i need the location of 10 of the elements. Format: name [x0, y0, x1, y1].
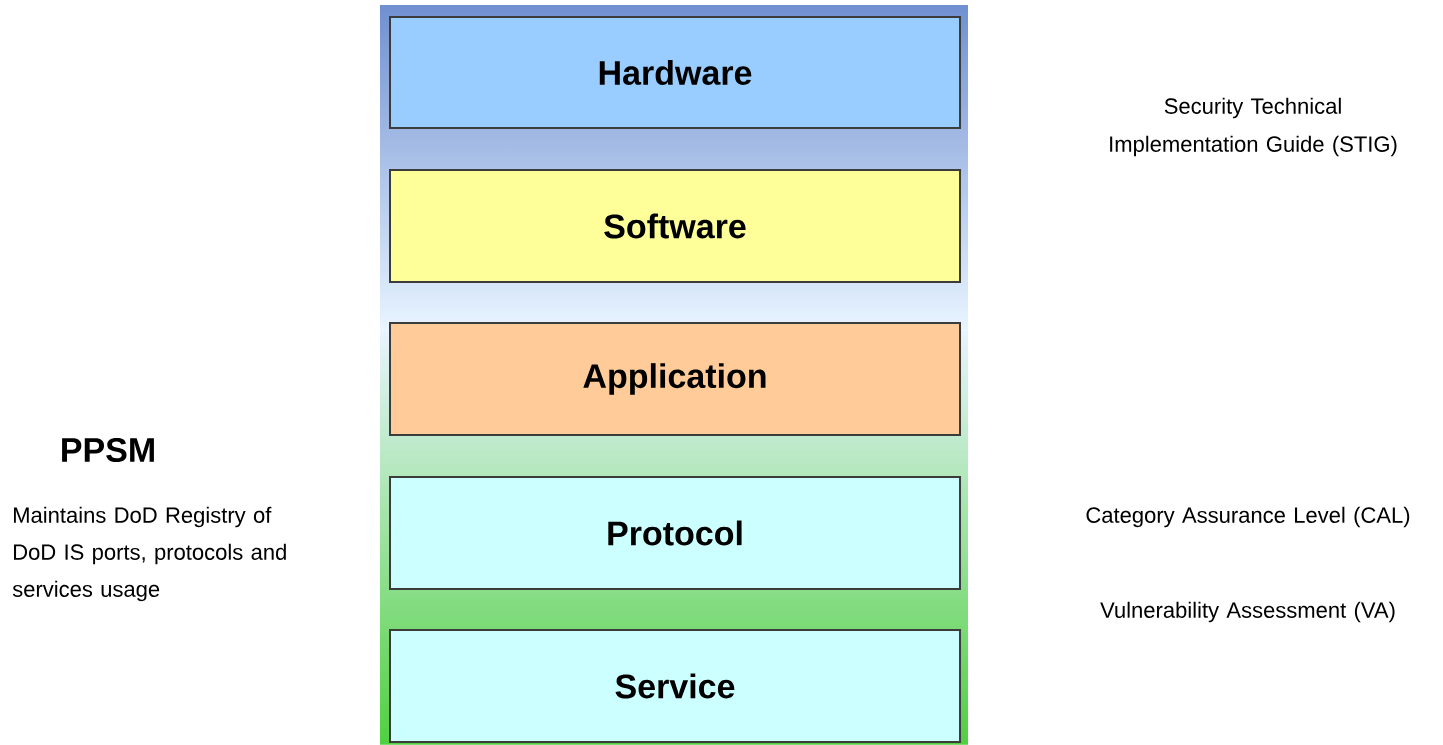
note-text: Maintains DoD Registry of DoD IS ports, protocols and services usage: [12, 506, 286, 602]
layer-box: Protocol: [389, 476, 961, 590]
note-text: Category Assurance Level (CAL): [1086, 506, 1410, 528]
layer-box: Hardware: [389, 16, 961, 129]
layer-box: Application: [389, 322, 961, 436]
heading: PPSM: [62, 437, 154, 463]
note-text: Security Technical Implementation Guide (STIG): [1110, 97, 1397, 157]
layer-box: Service: [389, 629, 961, 743]
layer-box: Software: [389, 169, 961, 283]
note-text: Vulnerability Assessment (VA): [1100, 601, 1395, 623]
